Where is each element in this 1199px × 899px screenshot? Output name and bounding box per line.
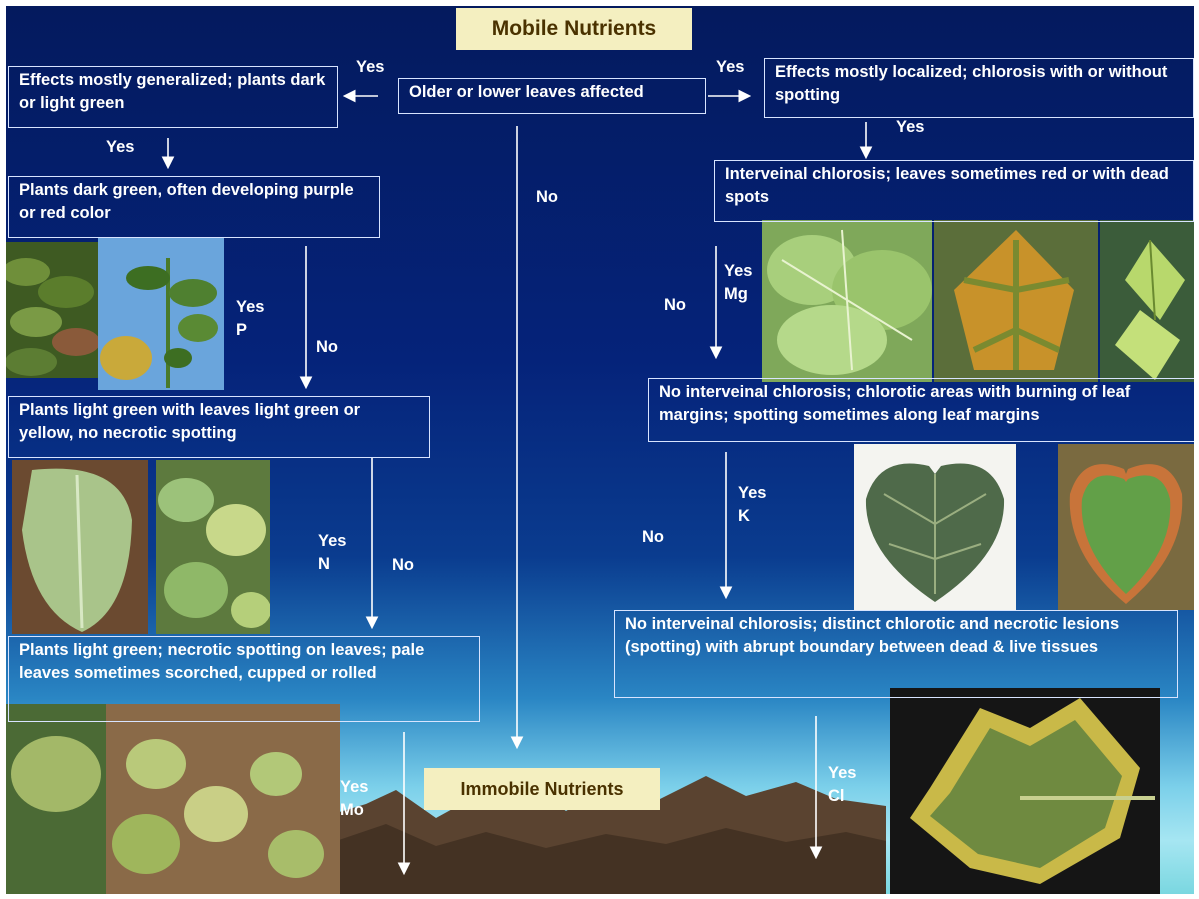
- yes-label: Yes: [106, 136, 134, 159]
- no-label: No: [536, 186, 558, 209]
- mobile-nutrients-title: Mobile Nutrients: [456, 8, 692, 50]
- yes-mg-label: Yes Mg: [724, 260, 752, 306]
- yes-label: Yes: [356, 56, 384, 79]
- yes-k-label: Yes K: [738, 482, 766, 528]
- no-interveinal-lesions-box: No interveinal chlorosis; distinct chlor…: [614, 610, 1178, 698]
- no-label: No: [392, 554, 414, 577]
- yes-n-label: Yes N: [318, 530, 346, 576]
- diagram-slide: Mobile Nutrients Immobile Nutrients Olde…: [6, 6, 1194, 894]
- interveinal-box: Interveinal chlorosis; leaves sometimes …: [714, 160, 1194, 222]
- no-label: No: [642, 526, 664, 549]
- yes-p-label: Yes P: [236, 296, 264, 342]
- yes-mo-label: Yes Mo: [340, 776, 368, 822]
- immobile-nutrients-title: Immobile Nutrients: [424, 768, 660, 810]
- light-green-necrotic-box: Plants light green; necrotic spotting on…: [8, 636, 480, 722]
- dark-green-box: Plants dark green, often developing purp…: [8, 176, 380, 238]
- yes-label: Yes: [896, 116, 924, 139]
- light-green-yellow-box: Plants light green with leaves light gre…: [8, 396, 430, 458]
- localized-box: Effects mostly localized; chlorosis with…: [764, 58, 1194, 118]
- yes-cl-label: Yes Cl: [828, 762, 856, 808]
- no-label: No: [664, 294, 686, 317]
- yes-label: Yes: [716, 56, 744, 79]
- no-interveinal-burning-box: No interveinal chlorosis; chlorotic area…: [648, 378, 1194, 442]
- older-leaves-box: Older or lower leaves affected: [398, 78, 706, 114]
- no-label: No: [316, 336, 338, 359]
- generalized-box: Effects mostly generalized; plants dark …: [8, 66, 338, 128]
